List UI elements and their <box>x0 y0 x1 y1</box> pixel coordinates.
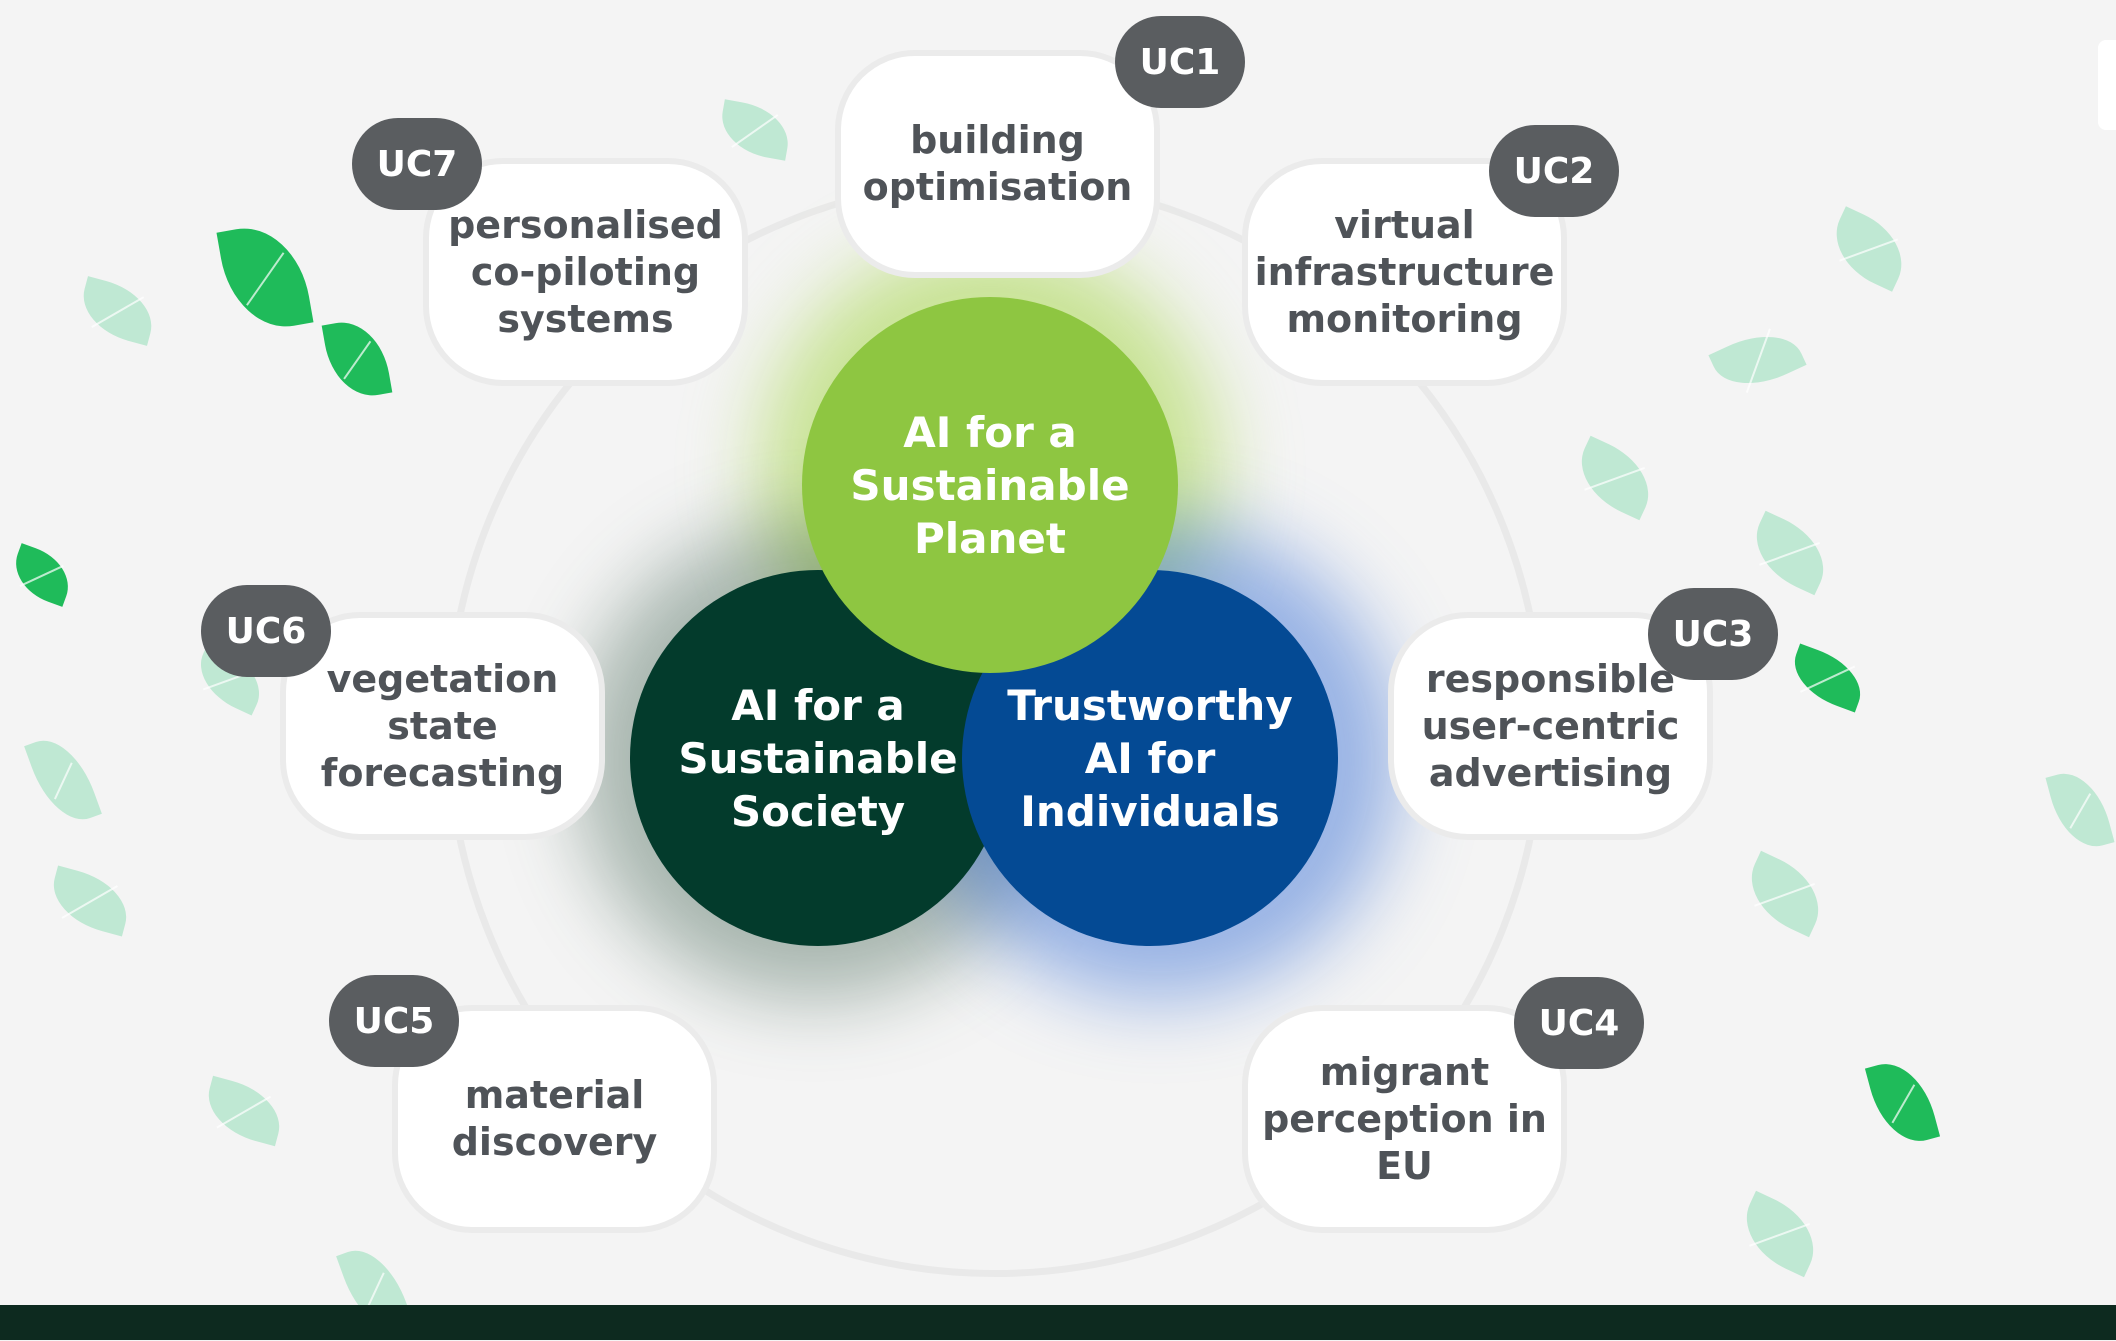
use-case-label: migrant perception in EU <box>1262 1049 1547 1188</box>
leaf-icon <box>1784 643 1871 713</box>
use-case-label: virtual infrastructure monitoring <box>1254 202 1555 341</box>
leaf-icon <box>216 218 314 337</box>
leaf-icon <box>1708 319 1807 401</box>
society-label: AI for a Sustainable Society <box>678 680 958 836</box>
leaf-icon <box>1741 510 1839 596</box>
use-case-label: vegetation state forecasting <box>320 656 565 795</box>
use-case-card-uc3: responsible user-centric advertising <box>1388 612 1713 840</box>
leaf-icon <box>199 1075 289 1147</box>
use-case-badge-uc4: UC4 <box>1514 977 1644 1069</box>
use-case-badge-uc6: UC6 <box>201 585 331 677</box>
use-case-label: responsible user-centric advertising <box>1421 656 1680 795</box>
leaf-icon <box>1736 850 1834 938</box>
use-case-badge-uc7: UC7 <box>352 118 482 210</box>
corner-tab <box>2098 40 2116 130</box>
leaf-icon <box>321 315 393 403</box>
leaf-icon <box>24 729 102 831</box>
leaf-icon <box>2045 764 2115 856</box>
use-case-card-uc6: vegetation state forecasting <box>280 612 605 840</box>
use-case-label: building optimisation <box>862 118 1133 209</box>
leaf-icon <box>74 276 161 346</box>
planet-label: AI for a Sustainable Planet <box>850 407 1130 563</box>
use-case-label: personalised co-piloting systems <box>448 202 723 341</box>
leaf-icon <box>1821 206 1917 292</box>
use-case-label: material discovery <box>451 1073 658 1164</box>
use-case-badge-uc1: UC1 <box>1115 16 1245 108</box>
leaf-icon <box>1731 1190 1829 1278</box>
leaf-icon <box>5 543 79 607</box>
leaf-icon <box>1566 435 1664 521</box>
use-case-badge-uc2: UC2 <box>1489 125 1619 217</box>
use-case-card-uc4: migrant perception in EU <box>1242 1005 1567 1233</box>
leaf-icon <box>1864 1054 1941 1151</box>
use-case-card-uc1: building optimisation <box>835 50 1160 278</box>
bottom-bar <box>0 1305 2116 1340</box>
individuals-label: Trustworthy AI for Individuals <box>1007 680 1293 836</box>
use-case-card-uc7: personalised co-piloting systems <box>423 158 748 386</box>
planet-circle: AI for a Sustainable Planet <box>802 297 1178 673</box>
leaf-icon <box>44 865 136 937</box>
use-case-badge-uc3: UC3 <box>1648 588 1778 680</box>
use-case-badge-uc5: UC5 <box>329 975 459 1067</box>
leaf-icon <box>716 99 794 161</box>
